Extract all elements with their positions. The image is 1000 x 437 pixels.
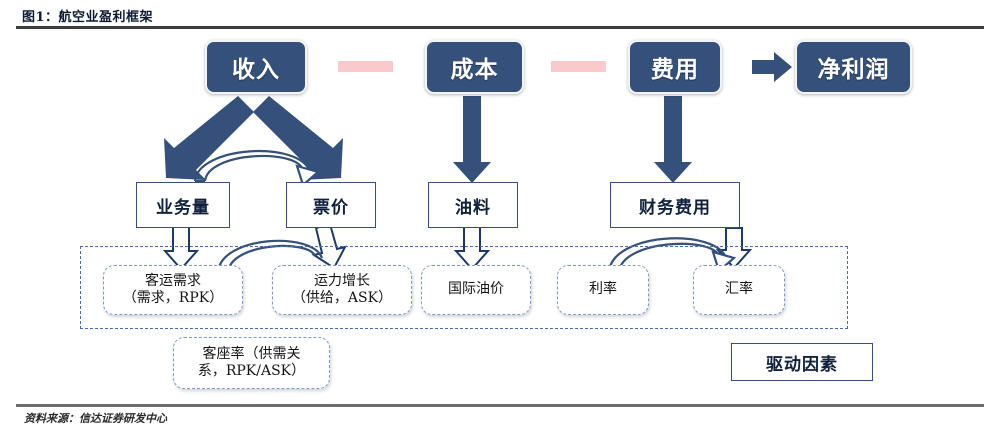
box-pax-demand-line1: 客运需求 <box>144 272 201 289</box>
box-pax-demand[interactable]: 客运需求 （需求，RPK） <box>103 265 243 315</box>
box-cost[interactable]: 成本 <box>425 40 524 94</box>
arrow-expense-to-financial <box>654 96 692 183</box>
box-load-factor-line1: 客座率（供需关 <box>202 345 301 362</box>
block-arrow-to-netprofit <box>752 52 792 82</box>
box-fx-rate-label: 汇率 <box>725 281 753 298</box>
box-financial-expense-label: 财务费用 <box>639 197 711 217</box>
box-volume[interactable]: 业务量 <box>136 182 230 228</box>
source-note: 资料来源：信达证券研发中心 <box>24 412 167 425</box>
box-volume-label: 业务量 <box>156 197 210 217</box>
box-load-factor[interactable]: 客座率（供需关 系，RPK/ASK） <box>173 337 330 389</box>
minus-sign-2 <box>551 61 606 72</box>
box-expense-label: 费用 <box>651 56 699 82</box>
box-interest-rate[interactable]: 利率 <box>557 265 649 315</box>
box-capacity-growth[interactable]: 运力增长 （供给，ASK） <box>272 265 412 315</box>
box-net-profit-label: 净利润 <box>817 56 890 82</box>
box-revenue-label: 收入 <box>232 56 280 82</box>
box-interest-rate-label: 利率 <box>589 281 617 298</box>
curved-arrow-volume-to-ticketprice <box>193 149 321 187</box>
box-ticket-price[interactable]: 票价 <box>286 182 376 228</box>
box-fuel[interactable]: 油料 <box>428 182 518 228</box>
box-capacity-line2: （供给，ASK） <box>291 290 393 306</box>
minus-sign-1 <box>338 61 393 72</box>
box-fx-rate[interactable]: 汇率 <box>693 265 785 315</box>
box-ticket-price-label: 票价 <box>313 197 349 217</box>
box-oil-price[interactable]: 国际油价 <box>421 265 531 315</box>
box-net-profit[interactable]: 净利润 <box>795 40 912 94</box>
legend-driving-factors: 驱动因素 <box>731 343 873 381</box>
page-title: 图1：航空业盈利框架 <box>22 10 154 25</box>
footer-divider <box>16 404 984 407</box>
box-financial-expense[interactable]: 财务费用 <box>610 182 740 228</box>
driving-factors-container <box>80 246 848 329</box>
box-cost-label: 成本 <box>450 56 499 82</box>
box-load-factor-line2: 系，RPK/ASK） <box>197 363 306 379</box>
box-pax-demand-line2: （需求，RPK） <box>122 290 224 306</box>
box-expense[interactable]: 费用 <box>628 40 722 94</box>
box-revenue[interactable]: 收入 <box>205 40 307 94</box>
arrow-cost-to-fuel <box>453 96 491 183</box>
legend-label: 驱动因素 <box>766 354 838 374</box>
arrow-revenue-to-ticketprice <box>253 96 343 180</box>
box-fuel-label: 油料 <box>455 197 491 217</box>
box-oil-price-label: 国际油价 <box>448 281 504 298</box>
box-capacity-line1: 运力增长 <box>313 272 370 289</box>
arrow-revenue-to-volume <box>164 96 254 180</box>
title-divider <box>16 26 984 29</box>
